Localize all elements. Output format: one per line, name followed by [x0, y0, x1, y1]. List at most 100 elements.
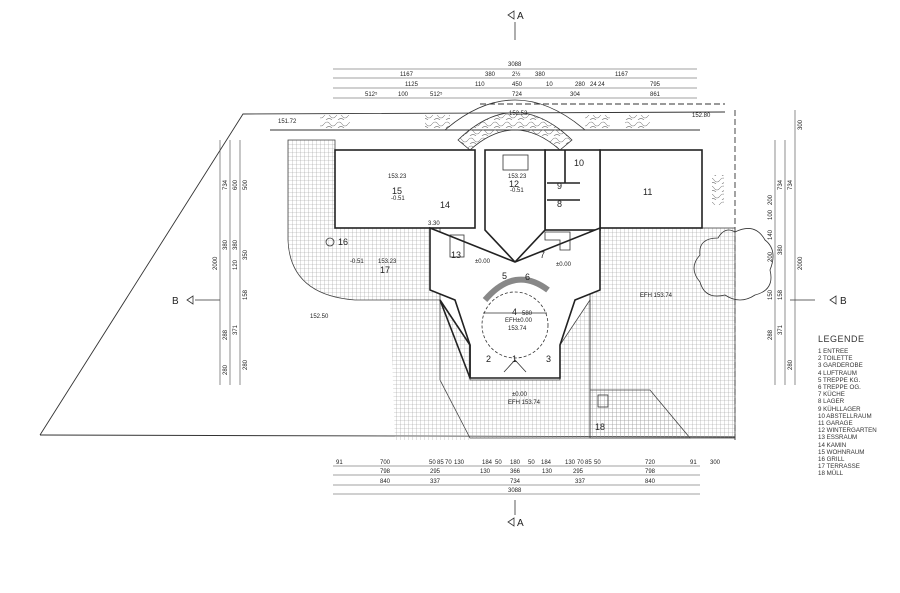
dimension-label: 840 [645, 479, 656, 485]
dimension-label: 861 [650, 92, 661, 98]
dimension-label: 70 [577, 460, 584, 466]
dimension-label: 50 [495, 460, 502, 466]
entry-door [503, 359, 527, 373]
dimension-label: 734 [788, 179, 794, 190]
room-center [429, 226, 601, 379]
dimension-label: 280 [788, 359, 794, 370]
left-dimensions: 2000 734 600 500 380 380 120 350 158 288… [213, 179, 249, 375]
room-18-label: 18 [595, 422, 605, 432]
dimension-label: 153.74 [508, 326, 527, 332]
legend-item: 3 GARDEROBE [818, 362, 863, 370]
right-dimensions: 300 734 734 200 100 140 380 200 150 158 … [768, 119, 804, 370]
legend-item: 4 LUFTRAUM [818, 369, 857, 377]
dimension-label: 100 [398, 92, 409, 98]
legend-item: 15 WOHNRAUM [818, 448, 865, 456]
wintergarden-furniture [502, 154, 529, 171]
legend-item: 1 ENTREE [818, 348, 849, 355]
kitchen-counter [544, 231, 571, 251]
dimension-label: 2000 [213, 256, 219, 270]
dimension-label: ±0.00 [512, 392, 528, 398]
legend-item: 11 GARAGE [818, 420, 853, 428]
dimension-label: 200 [768, 194, 774, 205]
dimension-label: 24 [590, 82, 597, 88]
dimension-label: 700 [380, 460, 391, 466]
dimension-label: 3.30 [428, 221, 440, 227]
dimension-label: 600 [233, 179, 239, 190]
dimension-label: 366 [510, 469, 521, 475]
dimension-label: EFH±0.00 [505, 318, 533, 324]
dimension-label: 110 [475, 82, 485, 88]
dimension-label: 1125 [405, 82, 419, 88]
room-14-label: 14 [440, 200, 450, 210]
room-wintergarten [484, 149, 546, 264]
dimension-label: 304 [570, 92, 581, 98]
terrace-areas [287, 139, 736, 440]
dimension-label: 140 [768, 229, 774, 240]
room-11-label: 11 [643, 187, 652, 197]
house-walls [334, 149, 703, 379]
legend-item: 6 TREPPE OG. [818, 384, 861, 392]
dimension-label: 158 [243, 289, 249, 300]
dimension-label: 85 [437, 460, 444, 466]
legend-item: 7 KÜCHE [818, 391, 845, 399]
grill-circle [325, 237, 335, 247]
dimension-label: 371 [233, 324, 239, 335]
dimension-label: 70 [445, 460, 452, 466]
dimension-label: 158 [778, 289, 784, 300]
dimension-label: -0.51 [510, 188, 524, 194]
dimension-label: 500 [243, 179, 249, 190]
dimension-label: 380 [778, 244, 784, 255]
dimension-label: 295 [430, 469, 441, 475]
dimension-label: 337 [430, 479, 441, 485]
room-storage-block [544, 149, 601, 231]
dimension-label: 734 [778, 179, 784, 190]
dimension-label: 734 [223, 179, 229, 190]
dimension-label: 130 [542, 469, 553, 475]
room-13-label: 13 [451, 250, 461, 260]
section-b-right-label: B [840, 296, 847, 307]
dimension-label: 512⁵ [430, 91, 443, 98]
dimension-label: 300 [710, 460, 721, 466]
room-16-label: 16 [338, 237, 348, 247]
section-a-bottom-label: A [517, 518, 524, 529]
dimension-label: 91 [336, 460, 343, 466]
dimension-label: 280 [223, 364, 229, 375]
dimension-label: 130 [565, 460, 576, 466]
legend-item: 17 TERRASSE [818, 463, 860, 471]
dimension-label: 350 [243, 249, 249, 260]
dimension-label: 512⁵ [365, 91, 378, 98]
section-a-top-label: A [517, 11, 524, 22]
legend-item: 18 MÜLL [818, 470, 844, 478]
room-4-label: 4 [512, 307, 517, 317]
section-lines [186, 10, 837, 527]
dimension-label: 798 [380, 469, 391, 475]
dimension-label: 734 [510, 479, 521, 485]
room-7-label: 7 [540, 250, 545, 260]
dimension-label: 720 [645, 460, 656, 466]
dimension-label: 130 [480, 469, 491, 475]
dimension-label: 724 [512, 92, 523, 98]
top-dimensions: 3088 1167 380 2½ 380 1167 1125 110 450 1… [365, 62, 661, 98]
entry-hall [325, 154, 609, 408]
legend-item: 9 KÜHLLAGER [818, 405, 861, 413]
dimension-label: 152.50 [310, 314, 329, 320]
dining-table [449, 234, 465, 258]
dimension-label: 1167 [400, 72, 414, 78]
legend-item: 14 KAMIN [818, 441, 847, 449]
room-10-label: 10 [574, 158, 584, 168]
dimension-label: 337 [575, 479, 586, 485]
room-12-label: 12 [509, 179, 519, 189]
room-8-label: 8 [557, 199, 562, 209]
legend-item: 16 GRILL [818, 456, 845, 464]
room-wohnraum [334, 149, 476, 229]
legend-title: LEGENDE [818, 334, 865, 344]
dimension-label: 152.80 [692, 113, 711, 119]
dimension-label: 840 [380, 479, 391, 485]
room-17-label: 17 [380, 265, 390, 275]
dimension-label: 50 [594, 460, 601, 466]
dimension-label: 150 [768, 289, 774, 300]
room-1-label: 1 [512, 354, 517, 364]
